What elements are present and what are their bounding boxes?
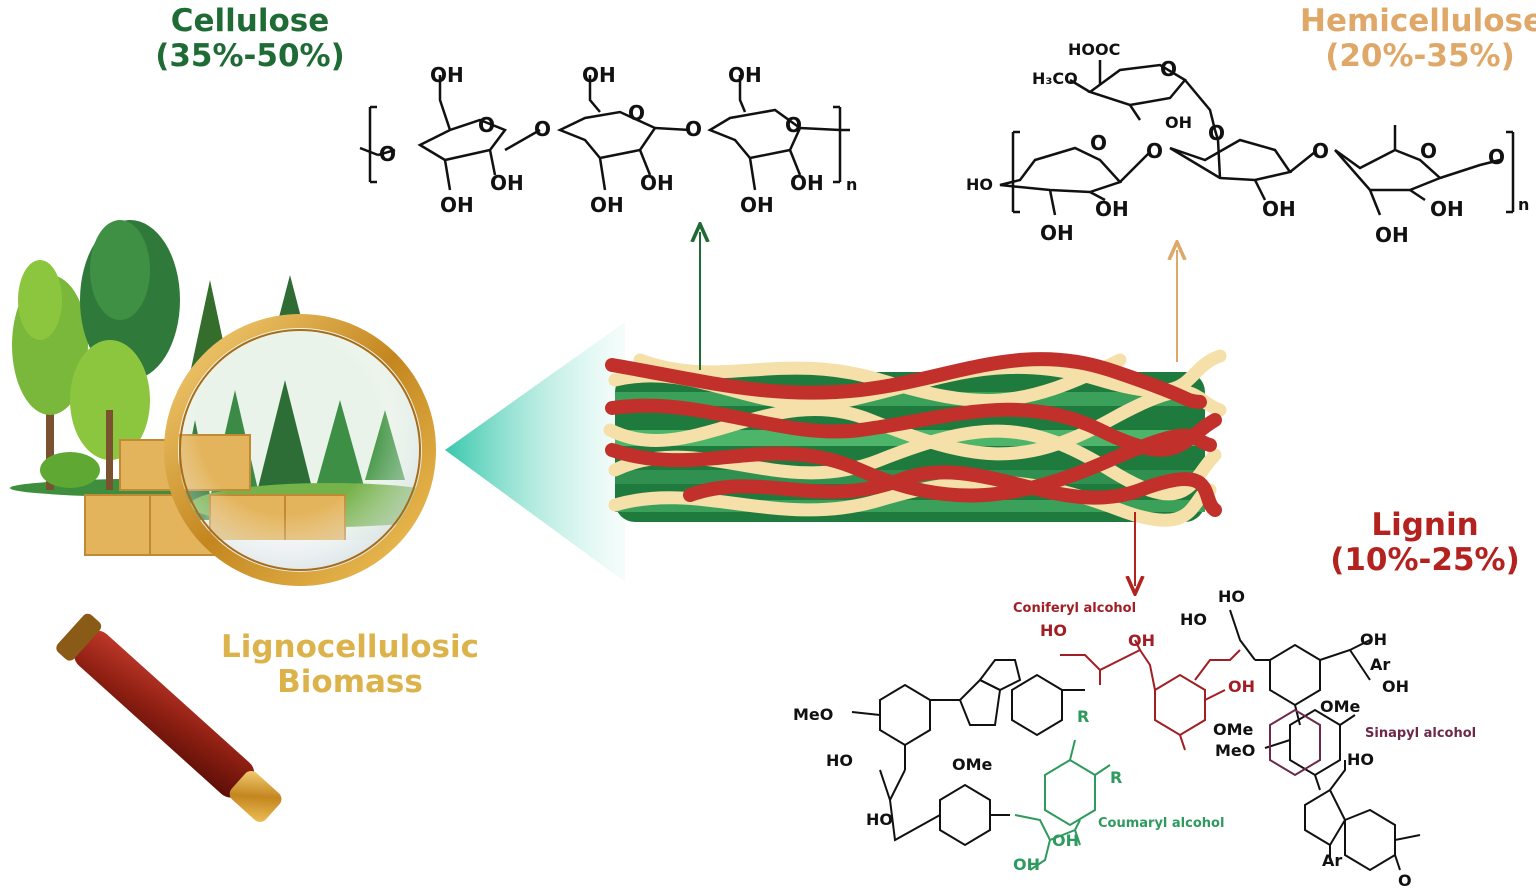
magnification-beam bbox=[445, 322, 625, 582]
lignin-ome-2: OMe bbox=[1213, 720, 1254, 739]
lignin-oh-coniferyl: OH bbox=[1128, 631, 1155, 650]
lignin-o-keto: O bbox=[1398, 871, 1412, 890]
hemicellulose-h3co: H₃CO bbox=[1032, 69, 1078, 88]
hemicellulose-percentage: (20%-35%) bbox=[1325, 37, 1515, 74]
lignin-r-1: R bbox=[1077, 707, 1089, 726]
cellulose-oh-9: OH bbox=[740, 193, 774, 217]
hemicellulose-oh-3: OH bbox=[1040, 221, 1074, 245]
cellulose-oh-6: OH bbox=[640, 171, 674, 195]
hemicellulose-oh-2: OH bbox=[1095, 197, 1129, 221]
lignin-meo-1: MeO bbox=[793, 705, 833, 724]
lignin-oh-coumaryl-2: OH bbox=[1052, 831, 1079, 850]
hemicellulose-oh-4: OH bbox=[1262, 197, 1296, 221]
hemicellulose-oh-1: OH bbox=[1165, 113, 1192, 132]
lignin-ome-1: OMe bbox=[952, 755, 993, 774]
hemicellulose-hooc: HOOC bbox=[1068, 40, 1120, 59]
biomass-label-line2: Biomass bbox=[277, 663, 423, 700]
coumaryl-alcohol-label: Coumaryl alcohol bbox=[1098, 816, 1224, 831]
hemicellulose-o-5: O bbox=[1312, 139, 1329, 163]
lignin-label: Lignin bbox=[1371, 507, 1479, 543]
lignin-labels: Coniferyl alcohol Sinapyl alcohol Coumar… bbox=[793, 587, 1476, 890]
cellulose-n: n bbox=[846, 175, 857, 194]
hemicellulose-o-3: O bbox=[1090, 131, 1107, 155]
lignin-oh-coumaryl-1: OH bbox=[1013, 855, 1040, 874]
hemicellulose-labels: HOOC H₃CO O OH O HO O O O O O OH OH OH O… bbox=[966, 40, 1529, 247]
cellulose-oh-7: OH bbox=[590, 193, 624, 217]
cellulose-oh-1: OH bbox=[430, 63, 464, 87]
hemicellulose-o-7: O bbox=[1488, 145, 1505, 169]
lignin-oh-2: OH bbox=[1382, 677, 1409, 696]
lignin-ar-2: Ar bbox=[1322, 851, 1342, 870]
hemicellulose-label: Hemicellulose bbox=[1300, 3, 1536, 39]
cellulose-percentage: (35%-50%) bbox=[155, 37, 345, 74]
hemicellulose-o-4: O bbox=[1146, 139, 1163, 163]
cellulose-oh-3: OH bbox=[728, 63, 762, 87]
lignin-title: Lignin (10%-25%) bbox=[1325, 508, 1525, 577]
cellulose-labels: OH OH OH O O O O O O OH OH OH OH OH OH n bbox=[379, 63, 857, 217]
cellulose-o-6: O bbox=[785, 113, 802, 137]
lignocellulose-fiber-bundle bbox=[603, 349, 1227, 527]
cellulose-structure bbox=[359, 75, 850, 191]
lignin-ho-2: HO bbox=[866, 810, 893, 829]
lignin-ho-4: HO bbox=[1180, 610, 1207, 629]
cellulose-o-4: O bbox=[628, 101, 645, 125]
hemicellulose-oh-6: OH bbox=[1375, 223, 1409, 247]
cellulose-oh-5: OH bbox=[440, 193, 474, 217]
hemicellulose-title: Hemicellulose (20%-35%) bbox=[1300, 4, 1536, 73]
cellulose-oh-2: OH bbox=[582, 63, 616, 87]
lignin-ho-5: HO bbox=[1347, 750, 1374, 769]
magnifying-glass-icon bbox=[56, 314, 436, 822]
lignin-r-2: R bbox=[1110, 768, 1122, 787]
cellulose-o-2: O bbox=[478, 113, 495, 137]
lignin-ar-1: Ar bbox=[1370, 655, 1390, 674]
hemicellulose-o-2: O bbox=[1208, 121, 1225, 145]
sinapyl-alcohol-label: Sinapyl alcohol bbox=[1365, 726, 1476, 741]
lignin-ho-3: HO bbox=[1218, 587, 1245, 606]
cellulose-oh-4: OH bbox=[490, 171, 524, 195]
cellulose-title: Cellulose (35%-50%) bbox=[150, 4, 350, 73]
lignin-oh-1: OH bbox=[1360, 630, 1387, 649]
hemicellulose-o-1: O bbox=[1160, 57, 1177, 81]
biomass-title: Lignocellulosic Biomass bbox=[200, 630, 500, 699]
cellulose-label: Cellulose bbox=[170, 3, 330, 39]
hemicellulose-structure bbox=[999, 60, 1515, 216]
hemicellulose-oh-5: OH bbox=[1430, 197, 1464, 221]
lignin-ho-1: HO bbox=[826, 751, 853, 770]
coniferyl-alcohol-label: Coniferyl alcohol bbox=[1013, 601, 1136, 616]
lignin-structure bbox=[851, 609, 1421, 872]
cellulose-o-1: O bbox=[379, 142, 396, 166]
lignin-oh-ring: OH bbox=[1228, 677, 1255, 696]
hemicellulose-n: n bbox=[1518, 195, 1529, 214]
lignin-ome-3: OMe bbox=[1320, 697, 1361, 716]
lignin-meo-2: MeO bbox=[1215, 741, 1255, 760]
biomass-label-line1: Lignocellulosic bbox=[220, 629, 480, 665]
cellulose-oh-8: OH bbox=[790, 171, 824, 195]
hemicellulose-o-6: O bbox=[1420, 139, 1437, 163]
cellulose-o-3: O bbox=[534, 117, 551, 141]
lignin-percentage: (10%-25%) bbox=[1330, 541, 1520, 578]
lignin-ho-coniferyl: HO bbox=[1040, 621, 1067, 640]
hemicellulose-ho: HO bbox=[966, 175, 993, 194]
cellulose-o-5: O bbox=[685, 117, 702, 141]
